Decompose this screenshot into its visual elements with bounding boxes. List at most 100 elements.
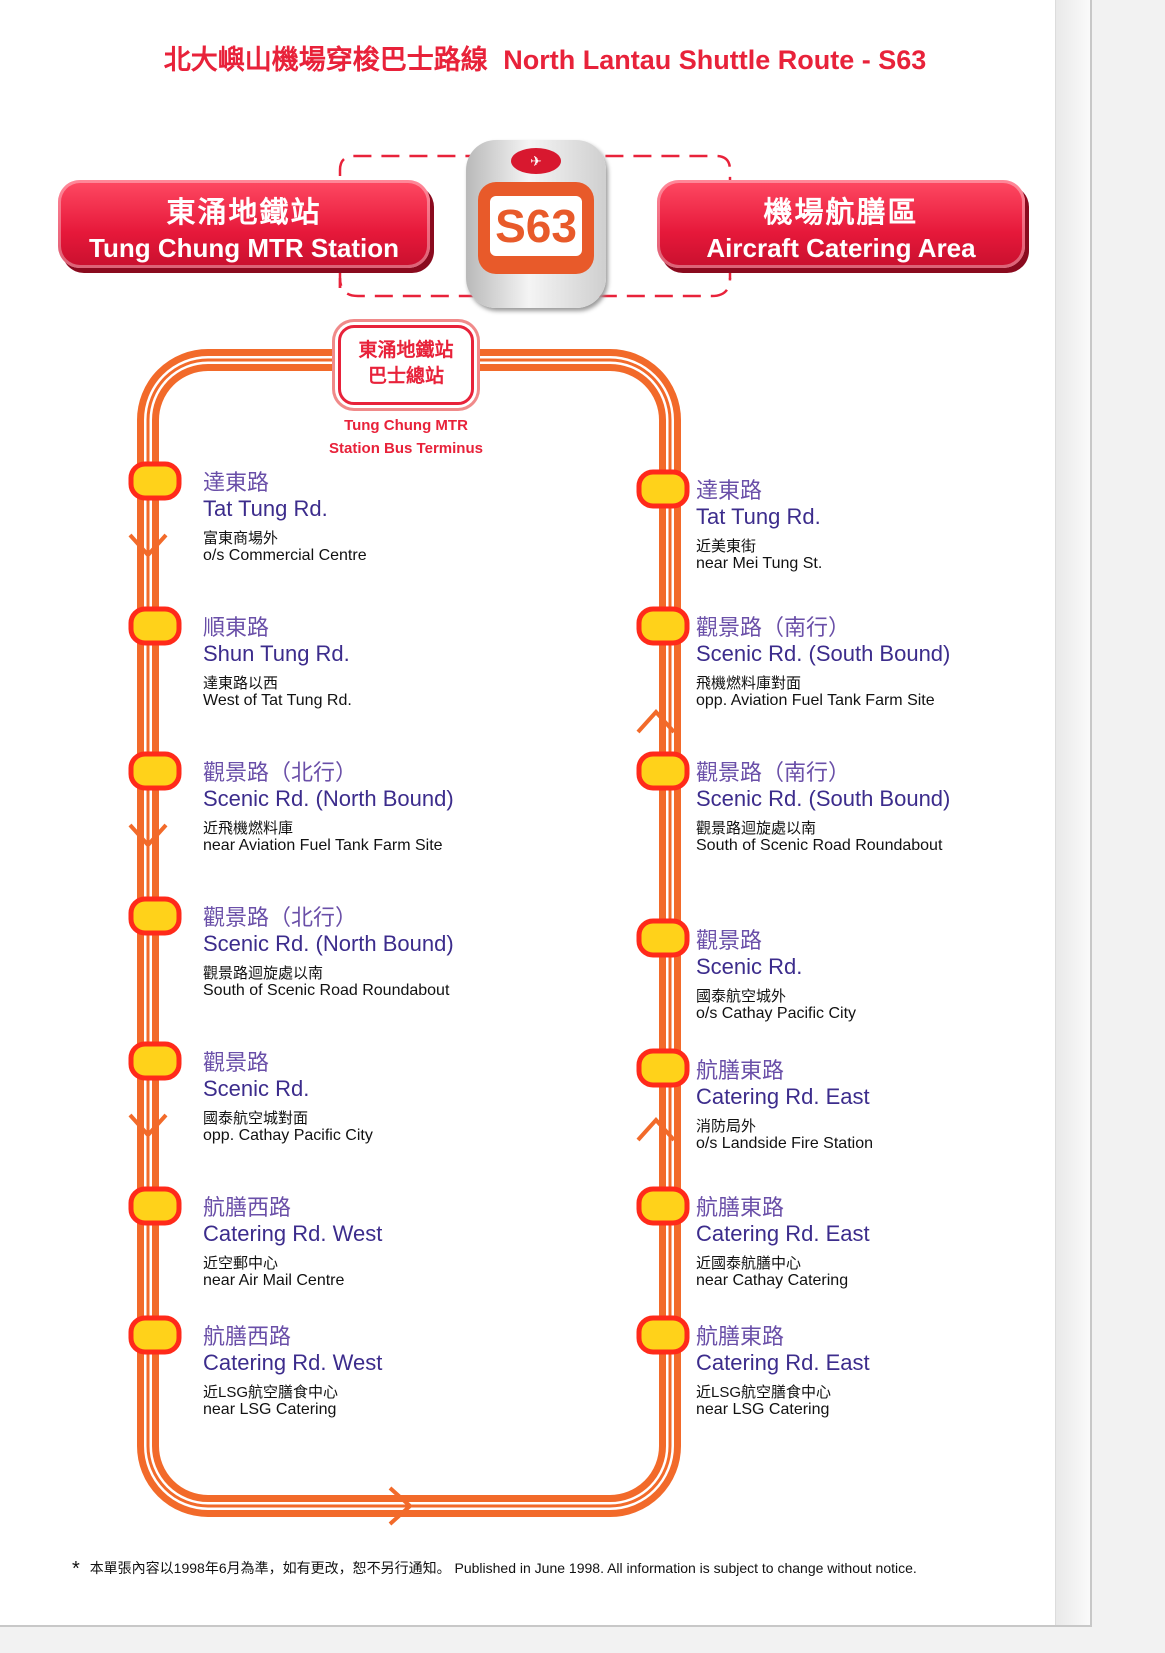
stop-detail-zh: 富東商場外 [203, 530, 279, 547]
route-leaflet: 北大嶼山機場穿梭巴士路線 North Lantau Shuttle Route … [0, 0, 1092, 1627]
operator-logo-icon: ✈ [511, 148, 561, 174]
stop-left-6: 航膳西路 Catering Rd. West 近空郵中心 near Air Ma… [203, 1195, 382, 1315]
footer-en: Published in June 1998. All information … [454, 1560, 917, 1577]
stop-marker-left-2 [128, 606, 182, 646]
terminus-badge: 東涌地鐵站 巴士總站 [338, 325, 474, 405]
stop-detail-en: South of Scenic Road Roundabout [696, 837, 943, 854]
stop-left-2: 順東路 Shun Tung Rd. 達東路以西 West of Tat Tung… [203, 615, 352, 735]
stop-detail-zh: 國泰航空城對面 [203, 1110, 309, 1127]
stop-detail-zh: 近空郵中心 [203, 1255, 279, 1272]
stop-name-zh: 觀景路（南行） [696, 615, 851, 640]
arrow-down-1 [128, 533, 168, 558]
stop-name-en: Catering Rd. East [696, 1221, 870, 1246]
stop-detail-zh: 近飛機燃料庫 [203, 820, 294, 837]
stop-detail-en: opp. Aviation Fuel Tank Farm Site [696, 692, 935, 709]
stop-left-5: 觀景路 Scenic Rd. 國泰航空城對面 opp. Cathay Pacif… [203, 1050, 373, 1170]
stop-name-en: Scenic Rd. [203, 1076, 310, 1101]
stop-name-zh: 達東路 [696, 478, 763, 503]
stop-name-en: Scenic Rd. (North Bound) [203, 931, 454, 956]
stop-marker-right-6 [636, 1186, 690, 1226]
arrow-down-2 [128, 823, 168, 848]
stop-right-5: 航膳東路 Catering Rd. East 消防局外 o/s Landside… [696, 1058, 873, 1178]
stop-detail-zh: 觀景路迴旋處以南 [203, 965, 324, 982]
endpoint-left-zh: 東涌地鐵站 [166, 197, 322, 229]
stop-name-zh: 航膳西路 [203, 1195, 292, 1220]
endpoint-tung-chung: 東涌地鐵站 Tung Chung MTR Station [58, 180, 430, 268]
stop-name-zh: 觀景路（北行） [203, 905, 358, 930]
asterisk-icon: * [72, 1558, 80, 1580]
stop-detail-zh: 近美東街 [696, 538, 757, 555]
terminus-label: Tung Chung MTR Station Bus Terminus [306, 414, 506, 460]
stop-detail-en: near LSG Catering [203, 1401, 337, 1418]
stop-detail-en: West of Tat Tung Rd. [203, 692, 352, 709]
stop-detail-en: o/s Commercial Centre [203, 547, 367, 564]
stop-name-en: Scenic Rd. [696, 954, 803, 979]
stop-detail-zh: 國泰航空城外 [696, 988, 787, 1005]
stop-right-7: 航膳東路 Catering Rd. East 近LSG航空膳食中心 near L… [696, 1324, 870, 1444]
stop-detail-zh: 近國泰航膳中心 [696, 1255, 802, 1272]
direction-arrows [128, 533, 676, 1526]
stop-name-en: Tat Tung Rd. [203, 496, 328, 521]
terminus-zh-line1: 東涌地鐵站 [358, 340, 454, 361]
stop-detail-zh: 消防局外 [696, 1118, 757, 1135]
stop-right-6: 航膳東路 Catering Rd. East 近國泰航膳中心 near Cath… [696, 1195, 870, 1315]
stop-left-3: 觀景路（北行） Scenic Rd. (North Bound) 近飛機燃料庫 … [203, 760, 454, 880]
stop-marker-right-7 [636, 1315, 690, 1355]
stop-name-en: Catering Rd. West [203, 1221, 383, 1246]
stop-marker-right-5 [636, 1048, 690, 1088]
route-number: S63 [490, 196, 582, 256]
page-fold [1055, 0, 1090, 1625]
page-title: 北大嶼山機場穿梭巴士路線 North Lantau Shuttle Route … [0, 38, 1090, 77]
arrow-right-1 [388, 1486, 413, 1526]
stop-detail-en: South of Scenic Road Roundabout [203, 982, 450, 999]
stop-marker-right-3 [636, 751, 690, 791]
endpoint-left-en: Tung Chung MTR Station [89, 233, 399, 263]
endpoint-right-en: Aircraft Catering Area [706, 233, 976, 263]
title-zh: 北大嶼山機場穿梭巴士路線 [163, 45, 488, 75]
stop-name-en: Scenic Rd. (South Bound) [696, 786, 951, 811]
stop-detail-zh: 近LSG航空膳食中心 [203, 1384, 339, 1401]
stop-detail-en: o/s Cathay Pacific City [696, 1005, 857, 1022]
stop-name-en: Scenic Rd. (North Bound) [203, 786, 454, 811]
stop-detail-zh: 飛機燃料庫對面 [696, 675, 802, 692]
title-en: North Lantau Shuttle Route - S63 [503, 45, 927, 75]
stop-marker-left-4 [128, 896, 182, 936]
stop-detail-en: opp. Cathay Pacific City [203, 1127, 373, 1144]
stop-name-en: Tat Tung Rd. [696, 504, 821, 529]
bus-route-badge: ✈ S63 [466, 140, 606, 308]
route-plate: S63 [478, 182, 594, 274]
stop-detail-zh: 觀景路迴旋處以南 [696, 820, 817, 837]
stop-marker-right-2 [636, 606, 690, 646]
footer-zh: 本單張內容以1998年6月為準，如有更改，恕不另行通知。 [89, 1560, 451, 1577]
stop-marker-left-6 [128, 1186, 182, 1226]
stop-detail-en: near Mei Tung St. [696, 555, 823, 572]
stop-name-zh: 觀景路（北行） [203, 760, 358, 785]
terminus-en-line1: Tung Chung MTR [344, 417, 468, 434]
stop-left-1: 達東路 Tat Tung Rd. 富東商場外 o/s Commercial Ce… [203, 470, 367, 590]
stop-right-2: 觀景路（南行） Scenic Rd. (South Bound) 飛機燃料庫對面… [696, 615, 950, 735]
endpoint-right-zh: 機場航膳區 [763, 197, 919, 229]
stop-name-zh: 觀景路 [203, 1050, 270, 1075]
stop-name-zh: 航膳東路 [696, 1324, 785, 1349]
stop-detail-en: near Air Mail Centre [203, 1272, 345, 1289]
stop-markers [128, 461, 690, 1355]
terminus-zh-line2: 巴士總站 [367, 366, 444, 387]
stop-name-zh: 觀景路（南行） [696, 760, 851, 785]
stop-detail-en: o/s Landside Fire Station [696, 1135, 873, 1152]
stop-detail-zh: 達東路以西 [203, 675, 279, 692]
stop-right-3: 觀景路（南行） Scenic Rd. (South Bound) 觀景路迴旋處以… [696, 760, 950, 880]
stop-marker-left-5 [128, 1041, 182, 1081]
stop-name-zh: 順東路 [203, 615, 270, 640]
stop-detail-zh: 近LSG航空膳食中心 [696, 1384, 832, 1401]
stop-left-4: 觀景路（北行） Scenic Rd. (North Bound) 觀景路迴旋處以… [203, 905, 454, 1025]
arrow-up-1 [636, 709, 676, 734]
arrow-down-3 [128, 1113, 168, 1138]
stop-marker-left-3 [128, 751, 182, 791]
stop-name-en: Catering Rd. East [696, 1350, 870, 1375]
terminus-en-line2: Station Bus Terminus [329, 440, 483, 457]
stop-right-1: 達東路 Tat Tung Rd. 近美東街 near Mei Tung St. [696, 478, 822, 598]
stop-detail-en: near Cathay Catering [696, 1272, 849, 1289]
stop-name-en: Catering Rd. West [203, 1350, 383, 1375]
arrow-up-2 [636, 1117, 676, 1142]
stop-name-zh: 航膳東路 [696, 1195, 785, 1220]
